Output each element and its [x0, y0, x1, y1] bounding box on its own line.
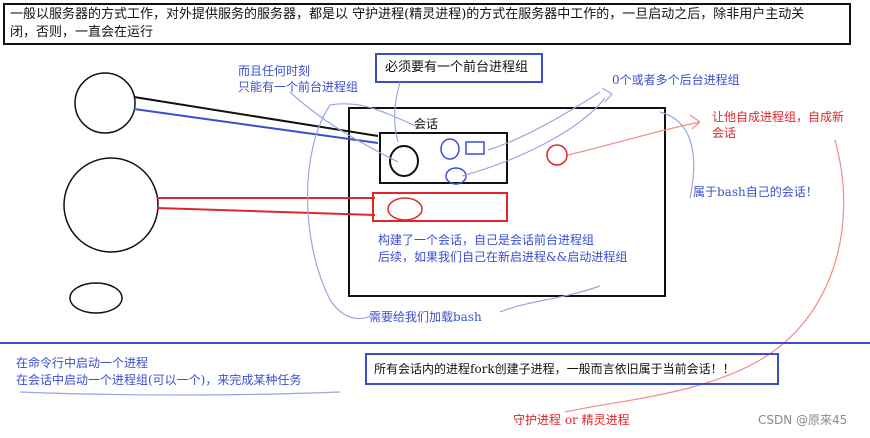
annotation-red-daemon	[564, 139, 845, 413]
fork-note-text: 所有会话内的进程fork创建子进程，一般而言依旧属于当前会话！！	[374, 362, 735, 376]
annotation-red-arrow	[689, 114, 701, 130]
built-session-text: 构建了一个会话，自己是会话前台进程组	[378, 233, 595, 247]
process-circle-middle	[63, 157, 159, 253]
fg-required-text: 必须要有一个前台进程组	[385, 60, 529, 75]
red-group-box	[372, 192, 508, 222]
red-process-oval	[387, 197, 423, 221]
line-middle-circle-red-2	[156, 207, 376, 216]
bg-groups-text: 0个或者多个后台进程组	[612, 73, 740, 87]
line-top-circle-black	[133, 96, 379, 137]
process-circle-bottom	[69, 282, 123, 314]
own-group-line-2: 会话	[712, 126, 737, 140]
only-one-fg-line-2: 只能有一个前台进程组	[238, 80, 359, 94]
process-circle-top	[74, 72, 136, 134]
bg-process-oval-1	[440, 138, 460, 160]
red-small-circle	[546, 144, 568, 166]
cmd-line-1: 在命令行中启动一个进程	[16, 356, 149, 370]
watermark: CSDN @原来45	[758, 413, 848, 427]
intro-banner-border	[3, 3, 851, 45]
fg-process-circle	[389, 145, 419, 177]
bg-process-rect	[465, 141, 485, 155]
annotation-red-own-group	[567, 121, 701, 156]
annotation-curve-fg-required	[394, 81, 401, 143]
load-bash-text: 需要给我们加载bash	[369, 310, 482, 324]
fork-note-underline	[19, 391, 341, 396]
fg-required-box	[375, 53, 543, 83]
annotation-curve-bash-session	[659, 111, 695, 199]
foreground-group-box	[379, 132, 508, 184]
own-group-line-1: 让他自成进程组，自成新	[712, 110, 845, 124]
intro-line-2: 闭，否则，一直会在运行	[10, 25, 154, 40]
line-top-circle-blue	[133, 108, 379, 144]
only-one-fg-line-1: 而且任何时刻	[238, 64, 311, 78]
session-box	[348, 107, 666, 297]
later-new-text: 后续，如果我们自己在新启进程&&启动进程组	[378, 250, 628, 264]
annotation-curve-session	[306, 103, 421, 320]
cmd-line-2: 在会话中启动一个进程组(可以一个)，来完成某种任务	[16, 373, 302, 387]
bg-process-oval-2	[445, 167, 467, 185]
daemon-text: 守护进程 or 精灵进程	[513, 413, 630, 427]
session-label: 会话	[414, 117, 439, 131]
annotation-curve-bg-groups	[487, 91, 601, 151]
annotation-curve-bg-groups-2	[461, 97, 606, 177]
bash-session-text: 属于bash自己的会话！	[693, 185, 818, 199]
intro-line-1: 一般以服务器的方式工作，对外提供服务的服务器，都是以 守护进程(精灵进程)的方式…	[10, 7, 805, 22]
annotation-arrow-bg	[601, 87, 613, 103]
fork-note-box	[365, 353, 779, 385]
annotation-curve-fg-text	[289, 91, 399, 163]
annotation-curve-load-bash	[499, 285, 601, 313]
